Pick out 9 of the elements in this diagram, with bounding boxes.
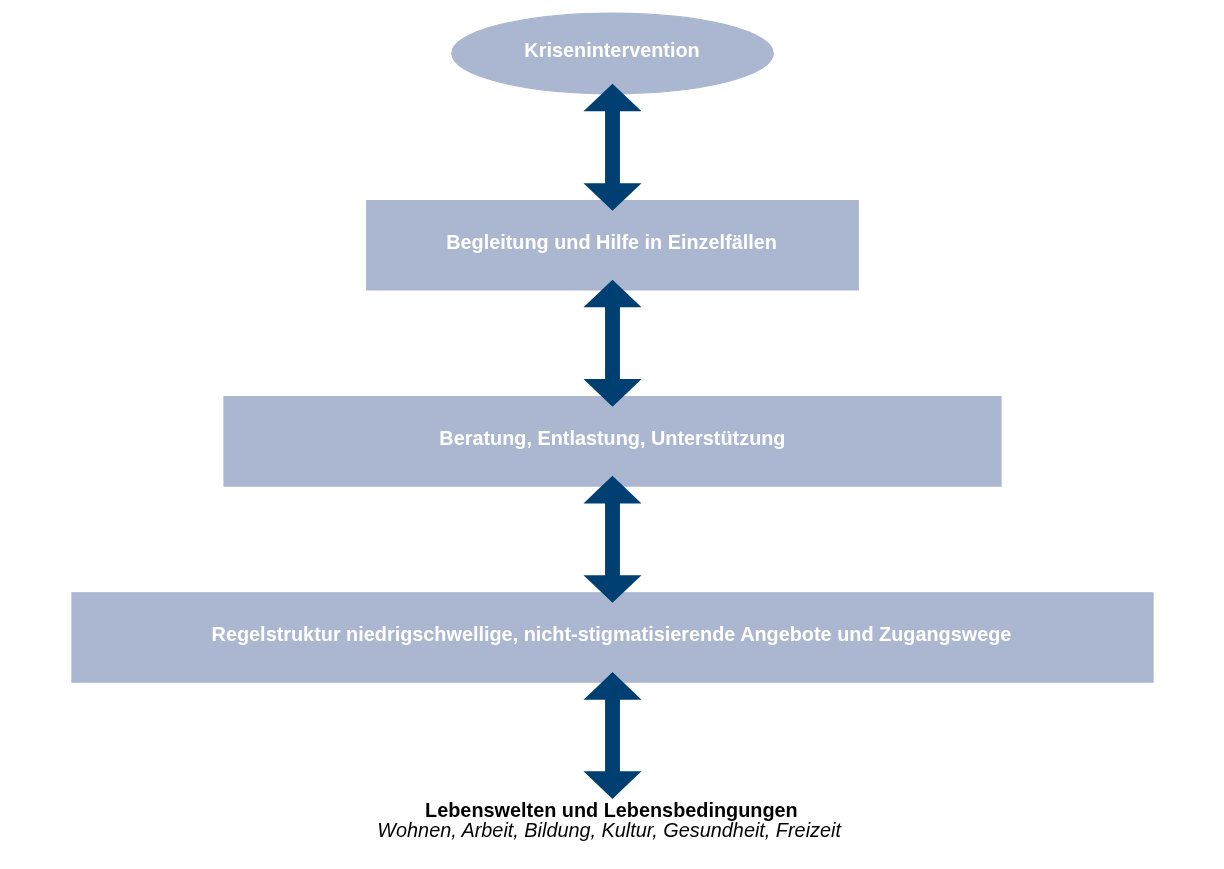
arrow: [582, 83, 642, 211]
node-box: Begleitung und Hilfe in Einzelfällen: [365, 199, 859, 291]
node-box: Regelstruktur niedrigschwellige, nicht-stigmatisierende Angebote und Zugangswege: [70, 592, 1154, 683]
node-text: Lebenswelten und Lebensbedingungen Wohnen, Arbeit, Bildung, Kultur, Gesundheit, Freizeit: [376, 799, 841, 842]
arrow: [582, 279, 642, 407]
arrow: [582, 672, 642, 799]
node-box: Beratung, Entlastung, Unterstützung: [222, 396, 1002, 487]
arrow: [582, 475, 642, 603]
node-ellipse: Krisenintervention: [450, 12, 774, 95]
